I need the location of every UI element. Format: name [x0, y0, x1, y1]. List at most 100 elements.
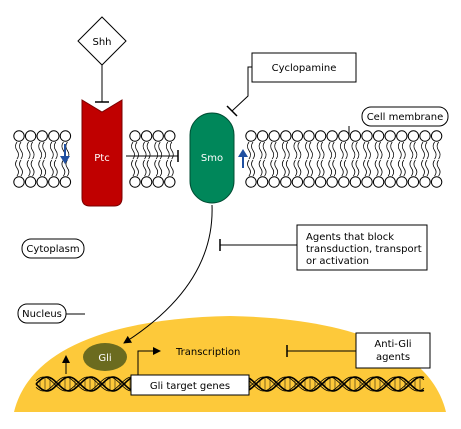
lipid-tail: [293, 141, 298, 160]
gli-protein: Gli: [83, 343, 127, 371]
lipid-tail: [328, 159, 333, 177]
lipid-tail: [258, 141, 263, 160]
lipid-tail: [262, 159, 267, 177]
lipid-head: [372, 130, 385, 142]
lipid-tail: [401, 159, 406, 177]
agents-block-line3: or activation: [306, 256, 369, 267]
lipid-head: [314, 130, 327, 142]
lipid-tail: [154, 159, 159, 177]
lipid-tail: [274, 159, 279, 177]
lipid-tail: [61, 159, 66, 177]
lipid-tail: [390, 141, 395, 160]
lipid-tail: [30, 141, 35, 160]
lipid-tail: [285, 141, 290, 160]
lipid-head: [291, 176, 304, 188]
lipid-head: [314, 176, 327, 188]
lipid-tail: [270, 141, 275, 160]
agents-block-line2: transduction, transport: [306, 244, 422, 255]
lipid-head: [59, 176, 72, 188]
lipid-tail: [355, 159, 360, 177]
lipid-tail: [386, 159, 391, 177]
lipid-head: [338, 130, 350, 142]
lipid-tail: [274, 141, 279, 160]
lipid-tail: [436, 159, 441, 177]
lipid-tail: [421, 141, 425, 160]
lipid-head: [268, 176, 280, 188]
lipid-head: [140, 130, 153, 142]
shh-ligand: Shh: [77, 16, 127, 66]
lipid-tail: [332, 141, 337, 160]
lipid-tail: [305, 159, 309, 177]
lipid-tail: [15, 141, 19, 160]
lipid-tail: [432, 159, 437, 177]
transcription-label: Transcription: [175, 347, 240, 358]
lipid-head: [303, 176, 315, 188]
lipid-tail: [351, 141, 356, 160]
ptc-receptor: Ptc: [81, 99, 123, 207]
lipid-tail: [142, 159, 147, 177]
lipid-head: [48, 176, 60, 188]
lipid-tail: [42, 141, 47, 160]
lipid-tail: [293, 159, 298, 177]
lipid-head: [245, 130, 257, 142]
lipid-head: [407, 130, 420, 142]
lipid-head: [280, 176, 292, 188]
lipid-head: [419, 176, 431, 188]
lipid-tail: [270, 159, 275, 177]
lipid-tail: [131, 141, 135, 160]
cytoplasm-label-group: Cytoplasm: [21, 238, 85, 259]
cyclopamine-box: Cyclopamine: [251, 52, 357, 83]
lipid-tail: [378, 159, 383, 177]
lipid-head: [430, 176, 443, 188]
lipid-head: [13, 176, 25, 188]
lipid-head: [384, 130, 396, 142]
lipid-tail: [320, 159, 325, 177]
lipid-head: [349, 130, 362, 142]
lipid-tail: [351, 159, 356, 177]
lipid-tail: [343, 159, 348, 177]
lipid-tail: [142, 141, 147, 160]
lipid-head: [245, 176, 257, 188]
lipid-head: [129, 176, 141, 188]
ptc-label: Ptc: [94, 153, 109, 164]
anti-gli-line2: agents: [376, 352, 410, 363]
lipid-tail: [247, 159, 251, 177]
anti-gli-line1: Anti-Gli: [374, 339, 411, 350]
lipid-tail: [320, 141, 325, 160]
lipid-tail: [169, 141, 174, 160]
lipid-tail: [363, 141, 367, 160]
lipid-head: [396, 176, 408, 188]
lipid-tail: [343, 141, 348, 160]
lipid-tail: [146, 159, 151, 177]
lipid-head: [430, 130, 443, 142]
lipid-tail: [397, 159, 402, 177]
lipid-tail: [158, 141, 163, 160]
lipid-tail: [339, 159, 344, 177]
lipid-tail: [15, 159, 19, 177]
smo-to-gli-arrow: [123, 204, 213, 344]
lipid-tail: [425, 159, 429, 177]
lipid-tail: [262, 141, 267, 160]
agents-block-line1: Agents that block: [306, 232, 394, 243]
lipid-tail: [65, 159, 70, 177]
lipid-head: [419, 130, 431, 142]
cyclopamine-label: Cyclopamine: [272, 63, 337, 74]
lipid-tail: [409, 159, 414, 177]
lipid-tail: [158, 159, 163, 177]
lipid-tail: [390, 159, 395, 177]
lipid-head: [256, 130, 269, 142]
anti-gli-box: Anti-Gli agents: [355, 332, 431, 369]
shh-label: Shh: [92, 37, 111, 48]
smo-label: Smo: [201, 153, 223, 164]
lipid-tail: [374, 141, 379, 160]
lipid-tail: [49, 141, 54, 160]
lipid-head: [349, 176, 362, 188]
lipid-head: [24, 130, 37, 142]
lipid-head: [164, 130, 176, 142]
lipid-tail: [332, 159, 337, 177]
lipid-head: [338, 176, 350, 188]
cell-membrane-label-group: Cell membrane: [348, 106, 449, 136]
lipid-head: [164, 176, 176, 188]
lipid-tail: [165, 141, 170, 160]
cytoplasm-label: Cytoplasm: [26, 244, 79, 255]
